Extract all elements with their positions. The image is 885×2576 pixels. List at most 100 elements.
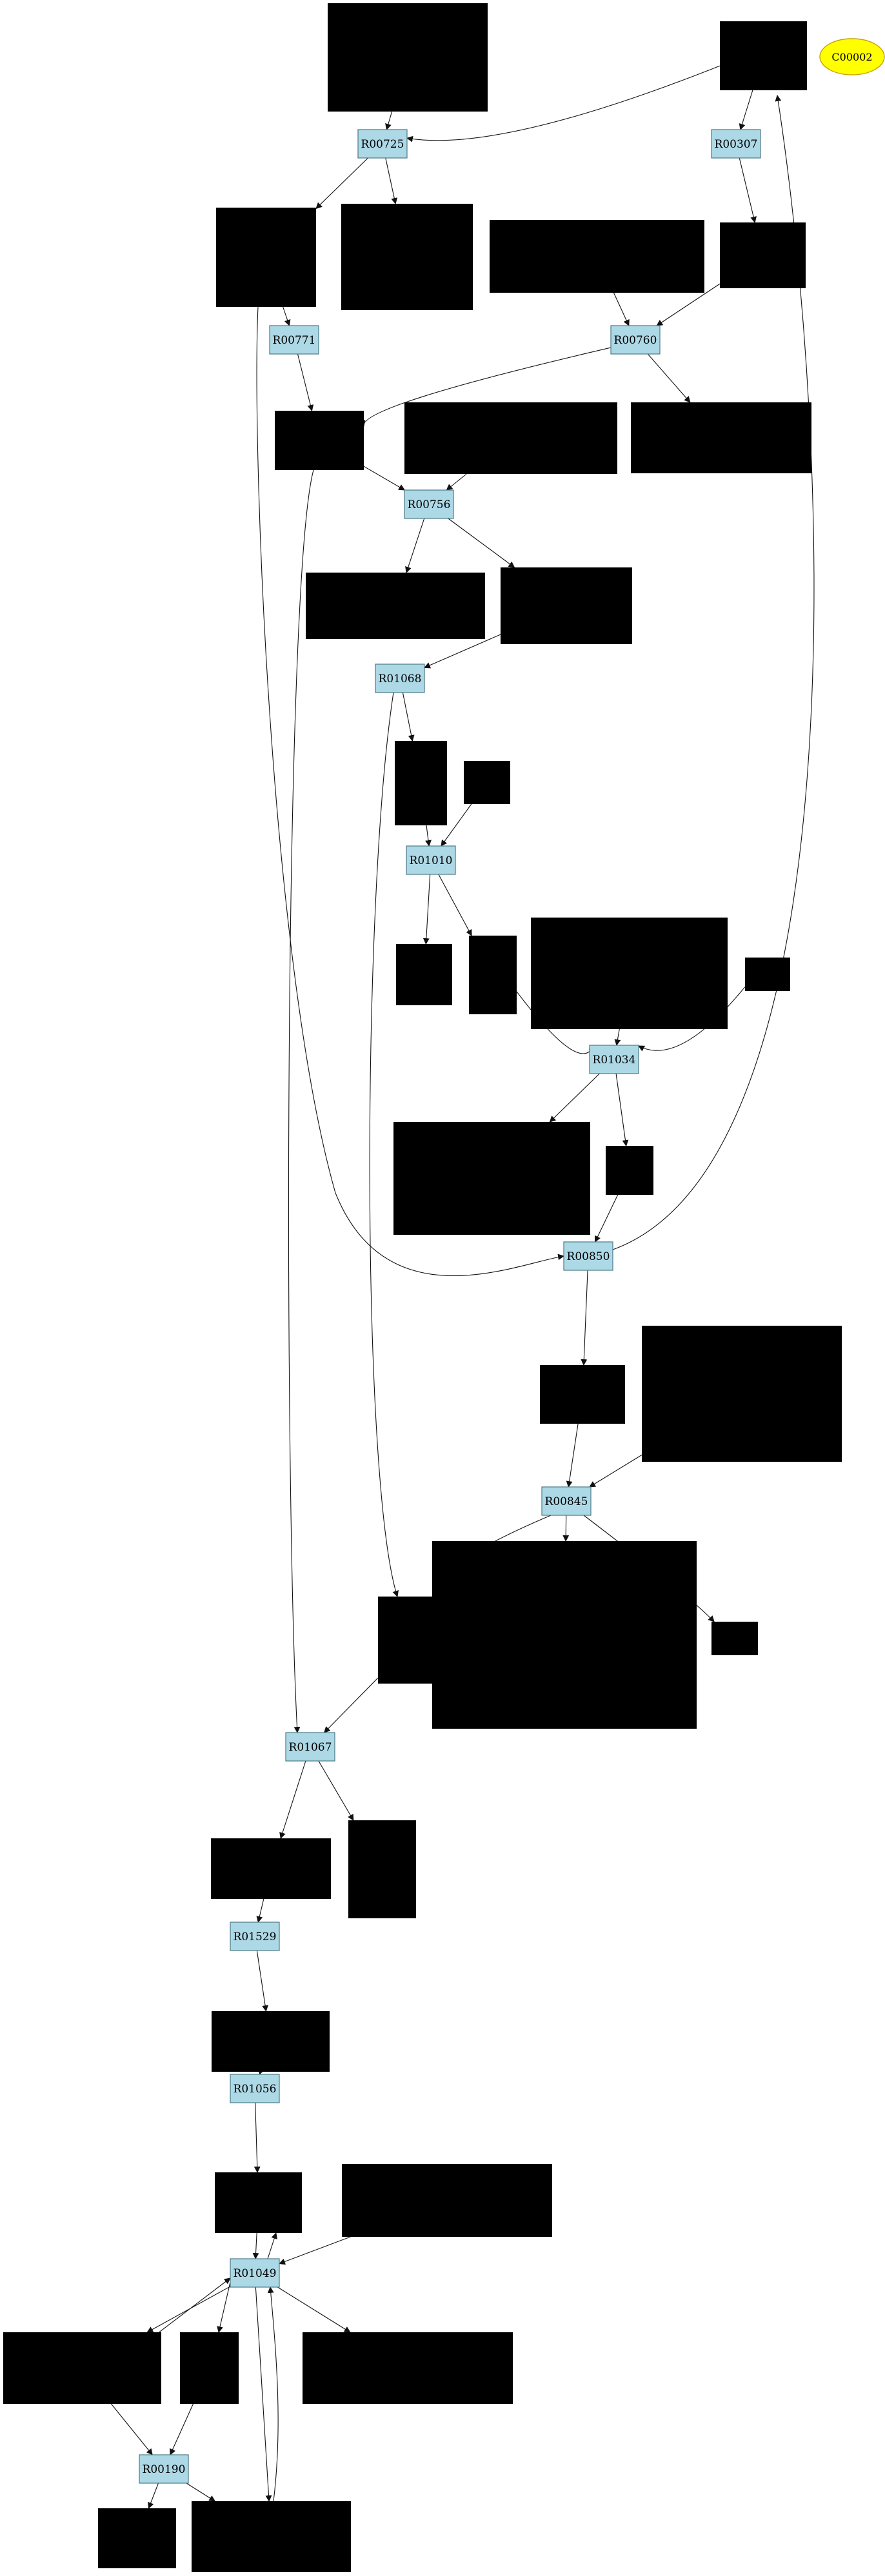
- reaction-node-R00190[interactable]: R00190: [139, 2454, 189, 2484]
- compound-id: C00080: [749, 979, 777, 988]
- compound-c00184[interactable]: C00184: [469, 936, 517, 1014]
- structure-amp: P: [199, 2516, 331, 2548]
- svg-text:P: P: [419, 968, 424, 977]
- compound-id: C00008: [635, 462, 662, 470]
- compound-id: C00147: [184, 2392, 212, 2401]
- svg-text:P: P: [367, 255, 372, 264]
- reaction-node-R00760[interactable]: R00760: [610, 325, 661, 355]
- svg-text:P: P: [335, 55, 340, 64]
- compound-c00031[interactable]: C00031: [720, 21, 807, 90]
- compound-c00147[interactable]: C00147: [180, 2332, 239, 2404]
- edge-c00117-R01049: [252, 2232, 259, 2259]
- reaction-label: R00850: [567, 1250, 610, 1263]
- edge-c00080a-R01034: [638, 987, 746, 1052]
- reaction-label: R00756: [408, 498, 451, 511]
- compound-c00080b[interactable]: H⁺C00080: [711, 1622, 758, 1655]
- structure-prpp: P: [11, 2347, 141, 2379]
- reaction-node-R01068[interactable]: R01068: [375, 664, 425, 693]
- compound-id: C00111: [399, 814, 426, 822]
- compound-id: C00093: [544, 1412, 572, 1421]
- edge-R00760-c00008a: [647, 353, 691, 403]
- highlight-compound-node[interactable]: C00002: [819, 38, 885, 75]
- reaction-node-R00725[interactable]: R00725: [357, 129, 408, 159]
- svg-text:P: P: [545, 1636, 550, 1645]
- edge-R01049-c00020: [255, 2286, 272, 2502]
- edge-c00081a-R00725: [385, 111, 393, 130]
- structure-furanose-p: P: [281, 425, 335, 449]
- compound-id: C00184: [473, 1003, 501, 1011]
- reaction-node-R01049[interactable]: R01049: [230, 2258, 280, 2288]
- compound-c00001[interactable]: C00001: [464, 761, 510, 804]
- reaction-node-R01056[interactable]: R01056: [230, 2074, 280, 2103]
- edge-c00002a-R00760: [613, 292, 630, 326]
- compound-id: C00002: [306, 2392, 334, 2401]
- reaction-node-R00845[interactable]: R00845: [541, 1486, 592, 1516]
- reaction-label: R01067: [289, 1741, 332, 1754]
- compound-c00080a[interactable]: H⁺ C00080: [745, 958, 790, 991]
- svg-text:P: P: [111, 2532, 115, 2541]
- compound-id: C00008: [310, 627, 337, 636]
- reaction-label: R00190: [143, 2463, 186, 2476]
- compound-id: C00005: [436, 1717, 464, 1726]
- reaction-label: R00307: [715, 138, 758, 151]
- edge-c00006-R00845: [589, 1454, 642, 1488]
- compound-id: C00118: [382, 1672, 410, 1680]
- structure-dha: [481, 954, 490, 985]
- svg-text:P: P: [628, 974, 633, 983]
- reaction-node-R01010[interactable]: R01010: [406, 845, 456, 875]
- edge-R01049-c00147: [217, 2281, 231, 2333]
- reaction-node-R00307[interactable]: R00307: [711, 129, 761, 159]
- compound-id: C00020: [195, 2561, 223, 2569]
- svg-text:P: P: [412, 1638, 417, 1647]
- edge-c00354-R01068: [424, 634, 501, 669]
- reaction-node-R01529[interactable]: R01529: [230, 1922, 280, 1951]
- compound-id: C00002: [493, 281, 521, 290]
- compound-id: C00013: [102, 2557, 130, 2565]
- structure-adenine: [195, 2358, 224, 2378]
- reaction-node-R00771[interactable]: R00771: [269, 325, 319, 355]
- reaction-label: R00725: [361, 138, 404, 151]
- compound-id: C00117: [219, 2221, 246, 2230]
- reaction-node-R00850[interactable]: R00850: [563, 1241, 613, 1271]
- edge-R01067-c00231: [279, 1760, 306, 1839]
- compound-c00116[interactable]: C00116: [606, 1146, 653, 1195]
- compound-id: C00002: [408, 462, 436, 471]
- structure-hexose: [757, 37, 782, 66]
- reaction-node-R01067[interactable]: R01067: [285, 1732, 335, 1762]
- svg-text:P: P: [310, 2361, 315, 2370]
- reaction-node-R00756[interactable]: R00756: [404, 489, 454, 519]
- compound-formula: H⁺: [753, 965, 764, 974]
- compound-c00095[interactable]: C00095: [720, 222, 806, 288]
- edge-R00850-c00093: [581, 1270, 588, 1366]
- reaction-node-R01034[interactable]: R01034: [589, 1045, 639, 1074]
- compound-c00020[interactable]: P C00020: [192, 2501, 351, 2572]
- edge-c00095-R00760: [656, 283, 721, 326]
